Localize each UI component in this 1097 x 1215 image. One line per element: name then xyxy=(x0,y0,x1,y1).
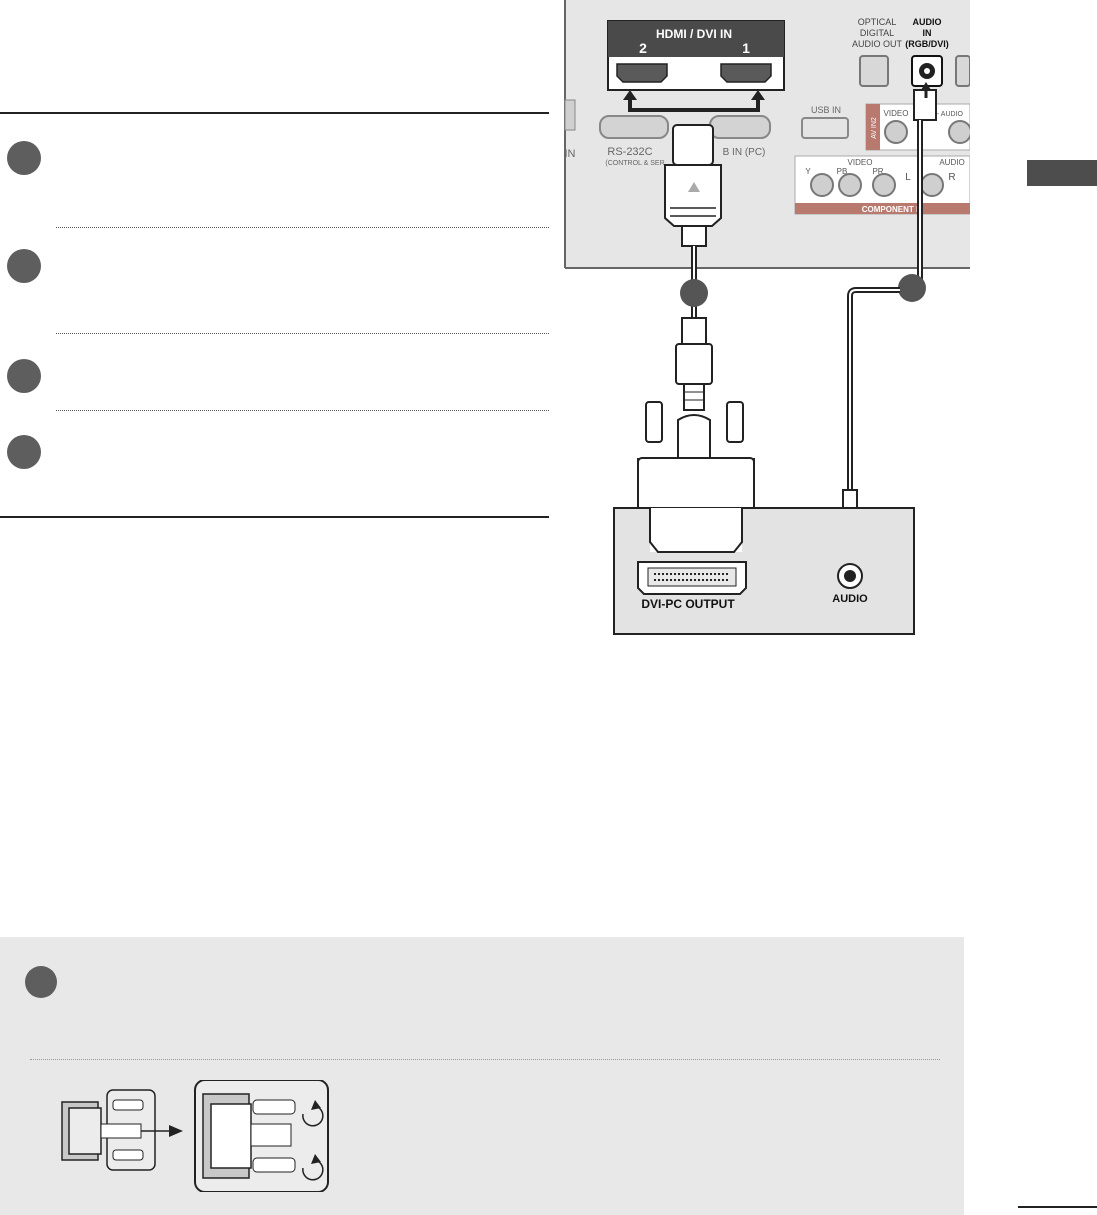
svg-text:R: R xyxy=(948,172,955,183)
step-marker-3 xyxy=(7,359,41,393)
bottom-rule xyxy=(0,516,549,518)
svg-text:VIDEO: VIDEO xyxy=(848,158,873,167)
step-divider xyxy=(56,227,549,228)
svg-text:VIDEO: VIDEO xyxy=(884,109,909,118)
dvi-screw-diagram xyxy=(61,1080,329,1192)
svg-text:OPTICAL: OPTICAL xyxy=(858,17,897,27)
hdmi-port-1 xyxy=(720,63,772,83)
svg-text:L: L xyxy=(905,172,911,183)
svg-text:IN: IN xyxy=(565,148,576,160)
step-divider xyxy=(56,333,549,334)
connection-marker-1 xyxy=(680,279,708,307)
step-marker-2 xyxy=(7,249,41,283)
svg-text:AUDIO: AUDIO xyxy=(939,158,964,167)
svg-text:(RGB/DVI): (RGB/DVI) xyxy=(905,39,949,49)
note-divider xyxy=(30,1059,940,1060)
section-tab xyxy=(1027,160,1097,186)
svg-text:L- AUDIO: L- AUDIO xyxy=(933,111,964,118)
connection-marker-2 xyxy=(898,274,926,302)
hdmi-port-2 xyxy=(616,63,668,83)
svg-text:PR: PR xyxy=(872,167,883,176)
svg-text:AV IN2: AV IN2 xyxy=(871,117,878,139)
optical-port xyxy=(859,55,889,87)
dvi-thumbscrew-left xyxy=(645,401,663,443)
hdmi-plug xyxy=(672,124,714,166)
dvi-pc-output-label: DVI-PC OUTPUT xyxy=(641,597,735,611)
svg-text:(CONTROL & SER: (CONTROL & SER xyxy=(605,160,664,167)
pc-audio-label: AUDIO xyxy=(832,593,868,605)
svg-text:Y: Y xyxy=(805,167,811,176)
hdmi-port-1-label: 1 xyxy=(742,40,750,56)
usb-port xyxy=(801,117,849,139)
note-box xyxy=(0,937,964,1215)
connection-diagram: HDMI / DVI IN 2 1 OPTICAL DIGITAL AUDIO … xyxy=(564,0,970,635)
hdmi-port-2-label: 2 xyxy=(639,40,647,56)
rs232c-port xyxy=(599,115,669,139)
hdmi-header-label: HDMI / DVI IN xyxy=(656,27,732,41)
note-marker xyxy=(25,966,57,998)
svg-text:RS-232C: RS-232C xyxy=(607,146,652,158)
hdmi-label-bar xyxy=(608,21,784,57)
step-divider xyxy=(56,410,549,411)
page-number-rule xyxy=(1018,1206,1097,1208)
svg-text:IN: IN xyxy=(923,28,932,38)
rgb-in-port xyxy=(709,115,771,139)
svg-text:B IN (PC): B IN (PC) xyxy=(723,147,766,158)
top-rule xyxy=(0,112,549,114)
svg-text:DIGITAL: DIGITAL xyxy=(860,28,894,38)
svg-text:PB: PB xyxy=(837,167,848,176)
svg-text:AUDIO OUT: AUDIO OUT xyxy=(852,39,903,49)
svg-text:COMPONENT I: COMPONENT I xyxy=(862,205,918,214)
svg-text:AUDIO: AUDIO xyxy=(913,17,942,27)
svg-text:USB IN: USB IN xyxy=(811,105,841,115)
step-marker-1 xyxy=(7,141,41,175)
dvi-thumbscrew-right xyxy=(726,401,744,443)
step-marker-4 xyxy=(7,435,41,469)
